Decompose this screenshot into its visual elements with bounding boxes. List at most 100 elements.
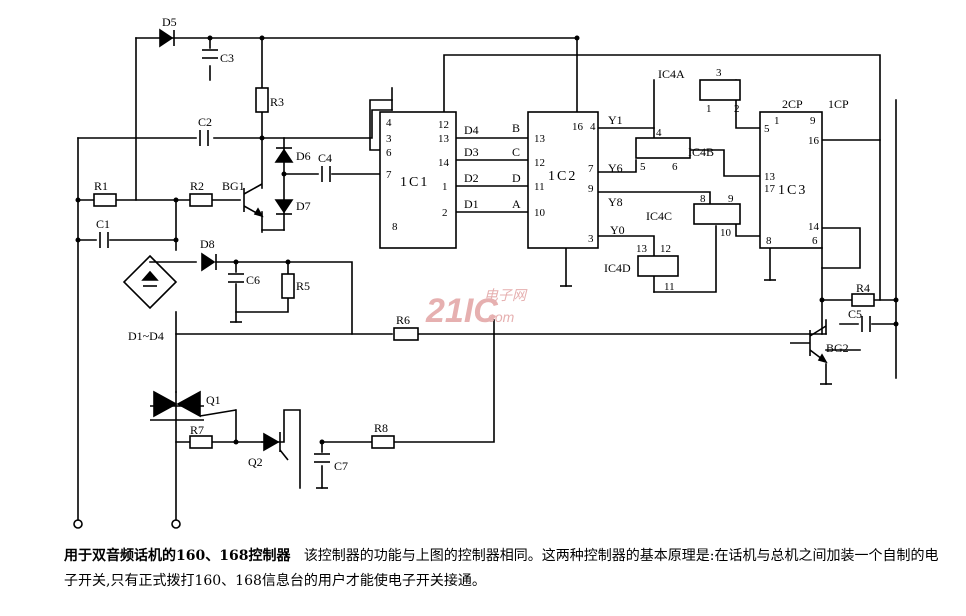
terminal-left <box>73 519 83 529</box>
signal-d2: D2 <box>464 171 479 185</box>
ic1-pin4-wire <box>369 99 393 151</box>
ic1-pin-3: 3 <box>386 133 392 145</box>
ic4a-gate <box>699 79 741 101</box>
label-r4: R4 <box>856 281 870 295</box>
watermark-logo: 21IC <box>425 292 498 330</box>
q1-triac <box>150 390 237 421</box>
ic1-chip <box>379 111 457 249</box>
label-c1: C1 <box>96 217 110 231</box>
figure-caption: 用于双音频话机的160、168控制器 该控制器的功能与上图的控制器相同。这两种控… <box>64 544 944 594</box>
ic3-pin-16: 16 <box>808 135 820 147</box>
signal-1cp: 1CP <box>828 97 849 111</box>
watermark-site-top: 电子网 <box>484 287 528 303</box>
signal-d4: D4 <box>464 123 479 137</box>
label-d6: D6 <box>296 149 311 163</box>
c5-capacitor <box>861 316 871 332</box>
bg2-transistor <box>790 325 828 364</box>
ic2-pin-9: 9 <box>588 183 594 195</box>
label-c3: C3 <box>220 51 234 65</box>
ic4b-gate <box>635 137 691 159</box>
r2-resistor <box>189 193 213 207</box>
label-d5: D5 <box>162 15 177 29</box>
d6-diode <box>274 147 294 163</box>
ic1-pin-8: 8 <box>392 221 398 233</box>
label-r6: R6 <box>396 313 410 327</box>
ic1-name: 1C1 <box>400 175 429 190</box>
r3-resistor <box>255 87 269 113</box>
ic3-pin-9: 9 <box>810 115 816 127</box>
label-c6: C6 <box>246 273 260 287</box>
ic4c-pin-9: 9 <box>728 193 734 205</box>
q2-wire <box>261 409 301 489</box>
r6-resistor <box>393 327 419 341</box>
signal-a: A <box>512 197 521 211</box>
ic3-pin-17: 17 <box>764 183 776 195</box>
signal-b: B <box>512 121 520 135</box>
ic1-pin-2: 2 <box>442 207 448 219</box>
ic3-pin16-wire <box>821 139 881 301</box>
ic2-pin-11: 11 <box>534 181 545 193</box>
label-r3: R3 <box>270 95 284 109</box>
ic4b-pin-6: 6 <box>672 161 678 173</box>
caption-text: 该控制器的功能与上图的控制器相同。这两种控制器的基本原理是:在话机与总机之间加装… <box>64 548 939 589</box>
c1-capacitor <box>99 232 109 248</box>
ic4a-name: IC4A <box>658 67 685 81</box>
r5-resistor <box>281 273 295 299</box>
label-r1: R1 <box>94 179 108 193</box>
c6-capacitor <box>228 273 244 283</box>
ic1-pin-12: 12 <box>438 119 449 131</box>
label-q2: Q2 <box>248 455 263 469</box>
r8-resistor <box>371 435 395 449</box>
ic1-pin-7: 7 <box>386 169 392 181</box>
r4-resistor <box>851 293 875 307</box>
ic4c-pin-8: 8 <box>700 193 706 205</box>
label-bg1: BG1 <box>222 179 245 193</box>
bg1-transistor <box>243 183 264 218</box>
ic1-pin-6: 6 <box>386 147 392 159</box>
ic1-pin-1: 1 <box>442 181 448 193</box>
r1-resistor <box>93 193 117 207</box>
r7-resistor <box>189 435 213 449</box>
c2-wire <box>77 109 393 139</box>
ic1-pin-14: 14 <box>438 157 450 169</box>
signal-y1: Y1 <box>608 113 623 127</box>
ic3-pin-5: 5 <box>764 123 770 135</box>
signal-y0: Y0 <box>610 223 625 237</box>
label-c4: C4 <box>318 151 332 165</box>
ic3-name: 1C3 <box>778 183 807 198</box>
ic3-pin-8: 8 <box>766 235 772 247</box>
ic4d-name: IC4D <box>604 261 631 275</box>
label-bridge: D1~D4 <box>128 329 164 343</box>
c2-capacitor <box>199 130 209 146</box>
ic4a-pin-3: 3 <box>716 67 722 79</box>
bg2-wire <box>825 319 897 351</box>
y0-wire <box>597 235 655 257</box>
ic3-pin-13: 13 <box>764 171 776 183</box>
label-r8: R8 <box>374 421 388 435</box>
ic2-pin-10: 10 <box>534 207 546 219</box>
signal-c: C <box>512 145 520 159</box>
label-d8: D8 <box>200 237 215 251</box>
ic4b-pin-5: 5 <box>640 161 646 173</box>
ic2-pin-4: 4 <box>590 121 596 133</box>
d8-wire <box>149 261 353 335</box>
ic2-name: 1C2 <box>548 169 577 184</box>
terminal-right <box>171 519 181 529</box>
signal-d3: D3 <box>464 145 479 159</box>
ic4b-pin-4: 4 <box>656 127 662 139</box>
ic2-pin-3: 3 <box>588 233 594 245</box>
label-d7: D7 <box>296 199 311 213</box>
ic4b-out-wire <box>689 149 761 177</box>
label-c2: C2 <box>198 115 212 129</box>
label-r2: R2 <box>190 179 204 193</box>
y6-wire <box>597 159 637 173</box>
r5-wire <box>235 261 289 313</box>
ic3-pin-14: 14 <box>808 221 820 233</box>
label-c5: C5 <box>848 307 862 321</box>
ic2-pin-16: 16 <box>572 121 584 133</box>
c7-capacitor <box>314 453 330 463</box>
ic2-chip <box>527 111 599 249</box>
signal-2cp: 2CP <box>782 97 803 111</box>
ic4b-name: IC4B <box>688 145 714 159</box>
r8-wire <box>321 319 495 443</box>
